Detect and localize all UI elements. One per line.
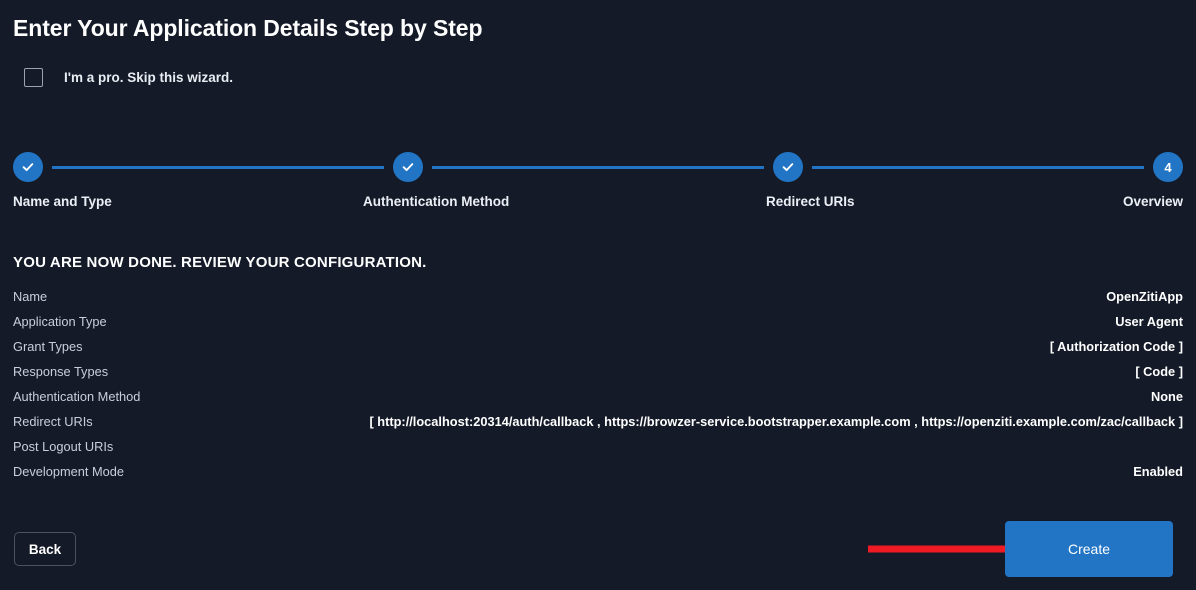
summary-key-post-logout-uris: Post Logout URIs — [13, 439, 114, 454]
stepper-track: 4 — [13, 152, 1183, 182]
summary-key-application-type: Application Type — [13, 314, 107, 329]
summary-value-application-type: User Agent — [1115, 314, 1183, 329]
step-connector-1 — [52, 165, 384, 169]
summary-value-name: OpenZitiApp — [1106, 289, 1183, 304]
step-connector-3 — [812, 165, 1144, 169]
summary-key-name: Name — [13, 289, 48, 304]
table-row: Name OpenZitiApp — [13, 289, 1183, 314]
skip-wizard-checkbox[interactable] — [24, 68, 43, 87]
summary-key-grant-types: Grant Types — [13, 339, 83, 354]
summary-value-grant-types: [ Authorization Code ] — [1049, 339, 1183, 354]
summary-value-authentication-method: None — [1151, 389, 1183, 404]
summary-key-authentication-method: Authentication Method — [13, 389, 141, 404]
configuration-summary: Name OpenZitiApp Application Type User A… — [13, 289, 1183, 489]
step-label-authentication-method: Authentication Method — [363, 194, 510, 209]
step-node-3[interactable] — [773, 152, 803, 182]
summary-key-response-types: Response Types — [13, 364, 109, 379]
wizard-stepper: 4 Name and Type Authentication Method Re… — [13, 152, 1183, 214]
table-row: Grant Types [ Authorization Code ] — [13, 339, 1183, 364]
step-node-2[interactable] — [393, 152, 423, 182]
step-connector-2 — [432, 165, 764, 169]
check-icon — [782, 163, 794, 172]
check-icon — [402, 163, 414, 172]
summary-value-redirect-uris: [ http://localhost:20314/auth/callback ,… — [369, 414, 1183, 429]
table-row: Application Type User Agent — [13, 314, 1183, 339]
skip-wizard-row[interactable]: I'm a pro. Skip this wizard. — [24, 68, 233, 87]
check-icon — [22, 163, 34, 172]
summary-key-redirect-uris: Redirect URIs — [13, 414, 93, 429]
back-button[interactable]: Back — [14, 532, 76, 566]
step-node-1[interactable] — [13, 152, 43, 182]
summary-key-development-mode: Development Mode — [13, 464, 124, 479]
table-row: Post Logout URIs — [13, 439, 1183, 464]
create-button[interactable]: Create — [1005, 521, 1173, 577]
summary-value-development-mode: Enabled — [1133, 464, 1183, 479]
review-heading: YOU ARE NOW DONE. REVIEW YOUR CONFIGURAT… — [13, 254, 427, 271]
step-label-name-and-type: Name and Type — [13, 194, 112, 209]
table-row: Authentication Method None — [13, 389, 1183, 414]
table-row: Response Types [ Code ] — [13, 364, 1183, 389]
table-row: Development Mode Enabled — [13, 464, 1183, 489]
summary-value-response-types: [ Code ] — [1135, 364, 1183, 379]
step-label-redirect-uris: Redirect URIs — [766, 194, 855, 209]
page-title: Enter Your Application Details Step by S… — [13, 15, 483, 41]
stepper-labels: Name and Type Authentication Method Redi… — [13, 194, 1183, 209]
skip-wizard-label: I'm a pro. Skip this wizard. — [64, 70, 233, 85]
table-row: Redirect URIs [ http://localhost:20314/a… — [13, 414, 1183, 439]
step-label-overview: Overview — [1122, 194, 1183, 209]
step-node-4[interactable]: 4 — [1153, 152, 1183, 182]
